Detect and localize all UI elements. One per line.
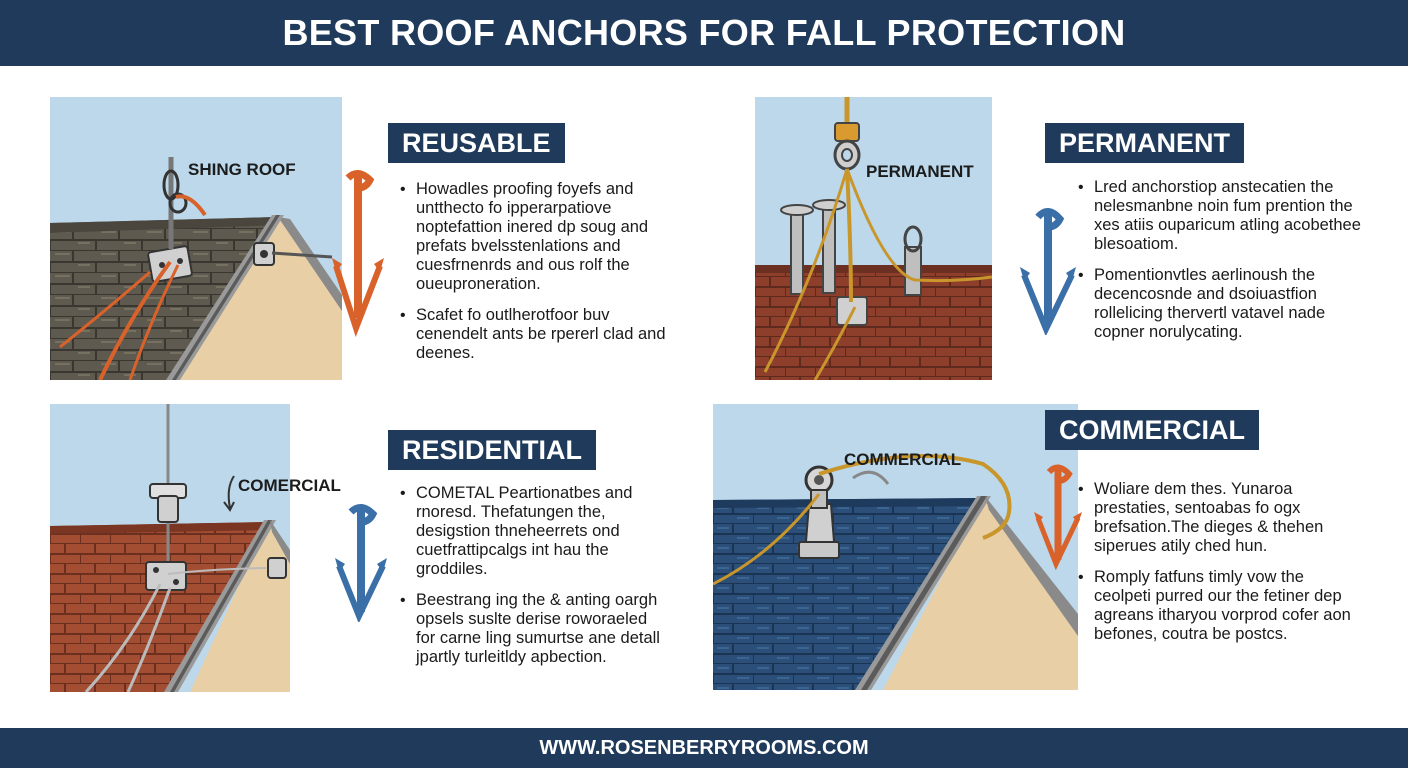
list-item: Scafet fo outlherotfoor buv cenendelt an…	[398, 306, 668, 363]
reusable-roof-scene	[50, 97, 342, 380]
footer-url: WWW.ROSENBERRYROOMS.COM	[539, 736, 869, 759]
list-item: Howadles proofing foyefs and untthecto f…	[398, 180, 668, 294]
commercial-roof-scene	[713, 404, 1078, 690]
commercial-bullet-list: Woliare dem thes. Yunaroa prestaties, se…	[1076, 480, 1361, 656]
reusable-scene-label: SHING ROOF	[188, 160, 296, 179]
pointer-arrow-icon	[223, 475, 235, 512]
permanent-tag: PERMANENT	[1045, 123, 1245, 163]
list-item: Pomentionvtles aerlinoush the decencosnd…	[1076, 266, 1361, 342]
permanent-scene-label: PERMANENT	[866, 162, 974, 181]
title-banner: BEST ROOF ANCHORS FOR FALL PROTECTION	[0, 0, 1408, 66]
commercial-tag: COMMERCIAL	[1045, 410, 1259, 450]
reusable-tag: REUSABLE	[388, 123, 565, 163]
permanent-roof-scene	[755, 97, 992, 380]
permanent-bullet-list: Lred anchorstiop anstecatien the nelesma…	[1076, 178, 1361, 354]
residential-roof-scene	[50, 404, 290, 692]
commercial-scene-label: COMMERCIAL	[844, 450, 962, 469]
orange-anchor-icon	[332, 170, 384, 337]
blue-anchor-icon	[1020, 208, 1076, 335]
residential-bullet-list: COMETAL Peartionatbes and rnoresd. Thefa…	[398, 484, 666, 679]
residential-scene-label: COMERCIAL	[238, 476, 341, 495]
residential-tag: RESIDENTIAL	[388, 430, 597, 470]
reusable-bullet-list: Howadles proofing foyefs and untthecto f…	[398, 180, 668, 375]
list-item: Beestrang ing the & anting oargh opsels …	[398, 591, 666, 667]
list-item: Woliare dem thes. Yunaroa prestaties, se…	[1076, 480, 1361, 556]
page-title: BEST ROOF ANCHORS FOR FALL PROTECTION	[282, 12, 1126, 53]
list-item: Lred anchorstiop anstecatien the nelesma…	[1076, 178, 1361, 254]
footer-banner: WWW.ROSENBERRYROOMS.COM	[0, 728, 1408, 768]
list-item: COMETAL Peartionatbes and rnoresd. Thefa…	[398, 484, 666, 579]
list-item: Romply fatfuns timly vow the ceolpeti pu…	[1076, 568, 1361, 644]
blue-anchor-icon	[335, 504, 387, 622]
